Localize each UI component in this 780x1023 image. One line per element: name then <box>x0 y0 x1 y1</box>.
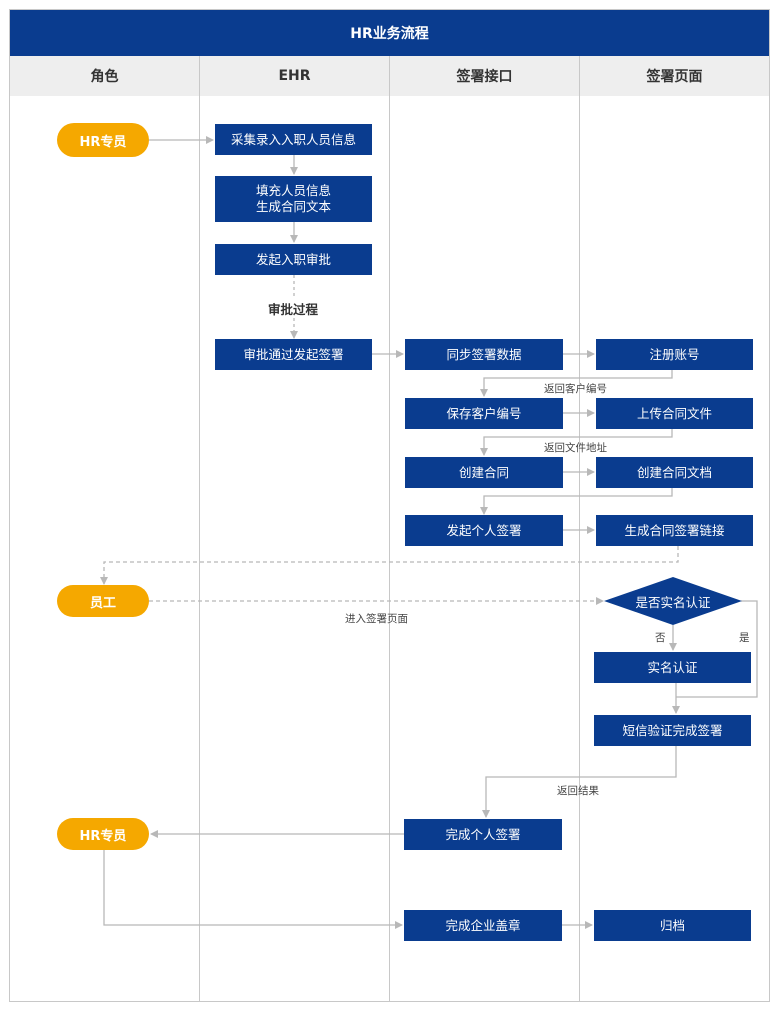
column-divider <box>579 56 580 1002</box>
step-initiate-approval: 发起入职审批 <box>215 244 372 275</box>
annotation-enter-sign-page: 进入签署页面 <box>345 613 408 625</box>
decision-realname-text: 是否实名认证 <box>635 594 711 610</box>
step-approved-sign: 审批通过发起签署 <box>215 339 372 370</box>
step-fill-line2: 生成合同文本 <box>255 199 331 214</box>
step-fill-line1: 填充人员信息 <box>255 183 331 198</box>
column-divider <box>199 56 200 1002</box>
column-header-api: 签署接口 <box>390 56 579 96</box>
annotation-return-file-url: 返回文件地址 <box>544 442 607 454</box>
step-sms-sign: 短信验证完成签署 <box>594 715 751 746</box>
column-header-role: 角色 <box>10 56 199 96</box>
diagram-title: HR业务流程 <box>10 10 769 56</box>
step-generate-link: 生成合同签署链接 <box>596 515 753 546</box>
step-realname: 实名认证 <box>594 652 751 683</box>
annotation-return-result: 返回结果 <box>557 785 599 797</box>
step-register: 注册账号 <box>596 339 753 370</box>
approval-process-label: 审批过程 <box>268 302 319 317</box>
decision-diamond <box>604 577 742 625</box>
annotation-return-client-id: 返回客户编号 <box>544 383 607 395</box>
column-header-page: 签署页面 <box>580 56 769 96</box>
step-upload-file: 上传合同文件 <box>596 398 753 429</box>
step-archive: 归档 <box>594 910 751 941</box>
role-employee: 员工 <box>57 585 149 617</box>
step-save-client-id: 保存客户编号 <box>405 398 563 429</box>
step-fill-generate: 填充人员信息 生成合同文本 <box>215 176 372 222</box>
step-create-doc: 创建合同文档 <box>596 457 753 488</box>
step-complete-personal-sign: 完成个人签署 <box>404 819 562 850</box>
column-header-ehr: EHR <box>200 56 389 96</box>
step-create-contract: 创建合同 <box>405 457 563 488</box>
step-complete-seal: 完成企业盖章 <box>404 910 562 941</box>
role-hr-specialist: HR专员 <box>57 123 149 157</box>
role-hr-specialist-bottom: HR专员 <box>57 818 149 850</box>
column-divider <box>389 56 390 1002</box>
annotation-yes: 是 <box>739 632 750 644</box>
annotation-no: 否 <box>655 632 666 644</box>
step-personal-sign: 发起个人签署 <box>405 515 563 546</box>
step-collect-info: 采集录入入职人员信息 <box>215 124 372 155</box>
step-sync-data: 同步签署数据 <box>405 339 563 370</box>
